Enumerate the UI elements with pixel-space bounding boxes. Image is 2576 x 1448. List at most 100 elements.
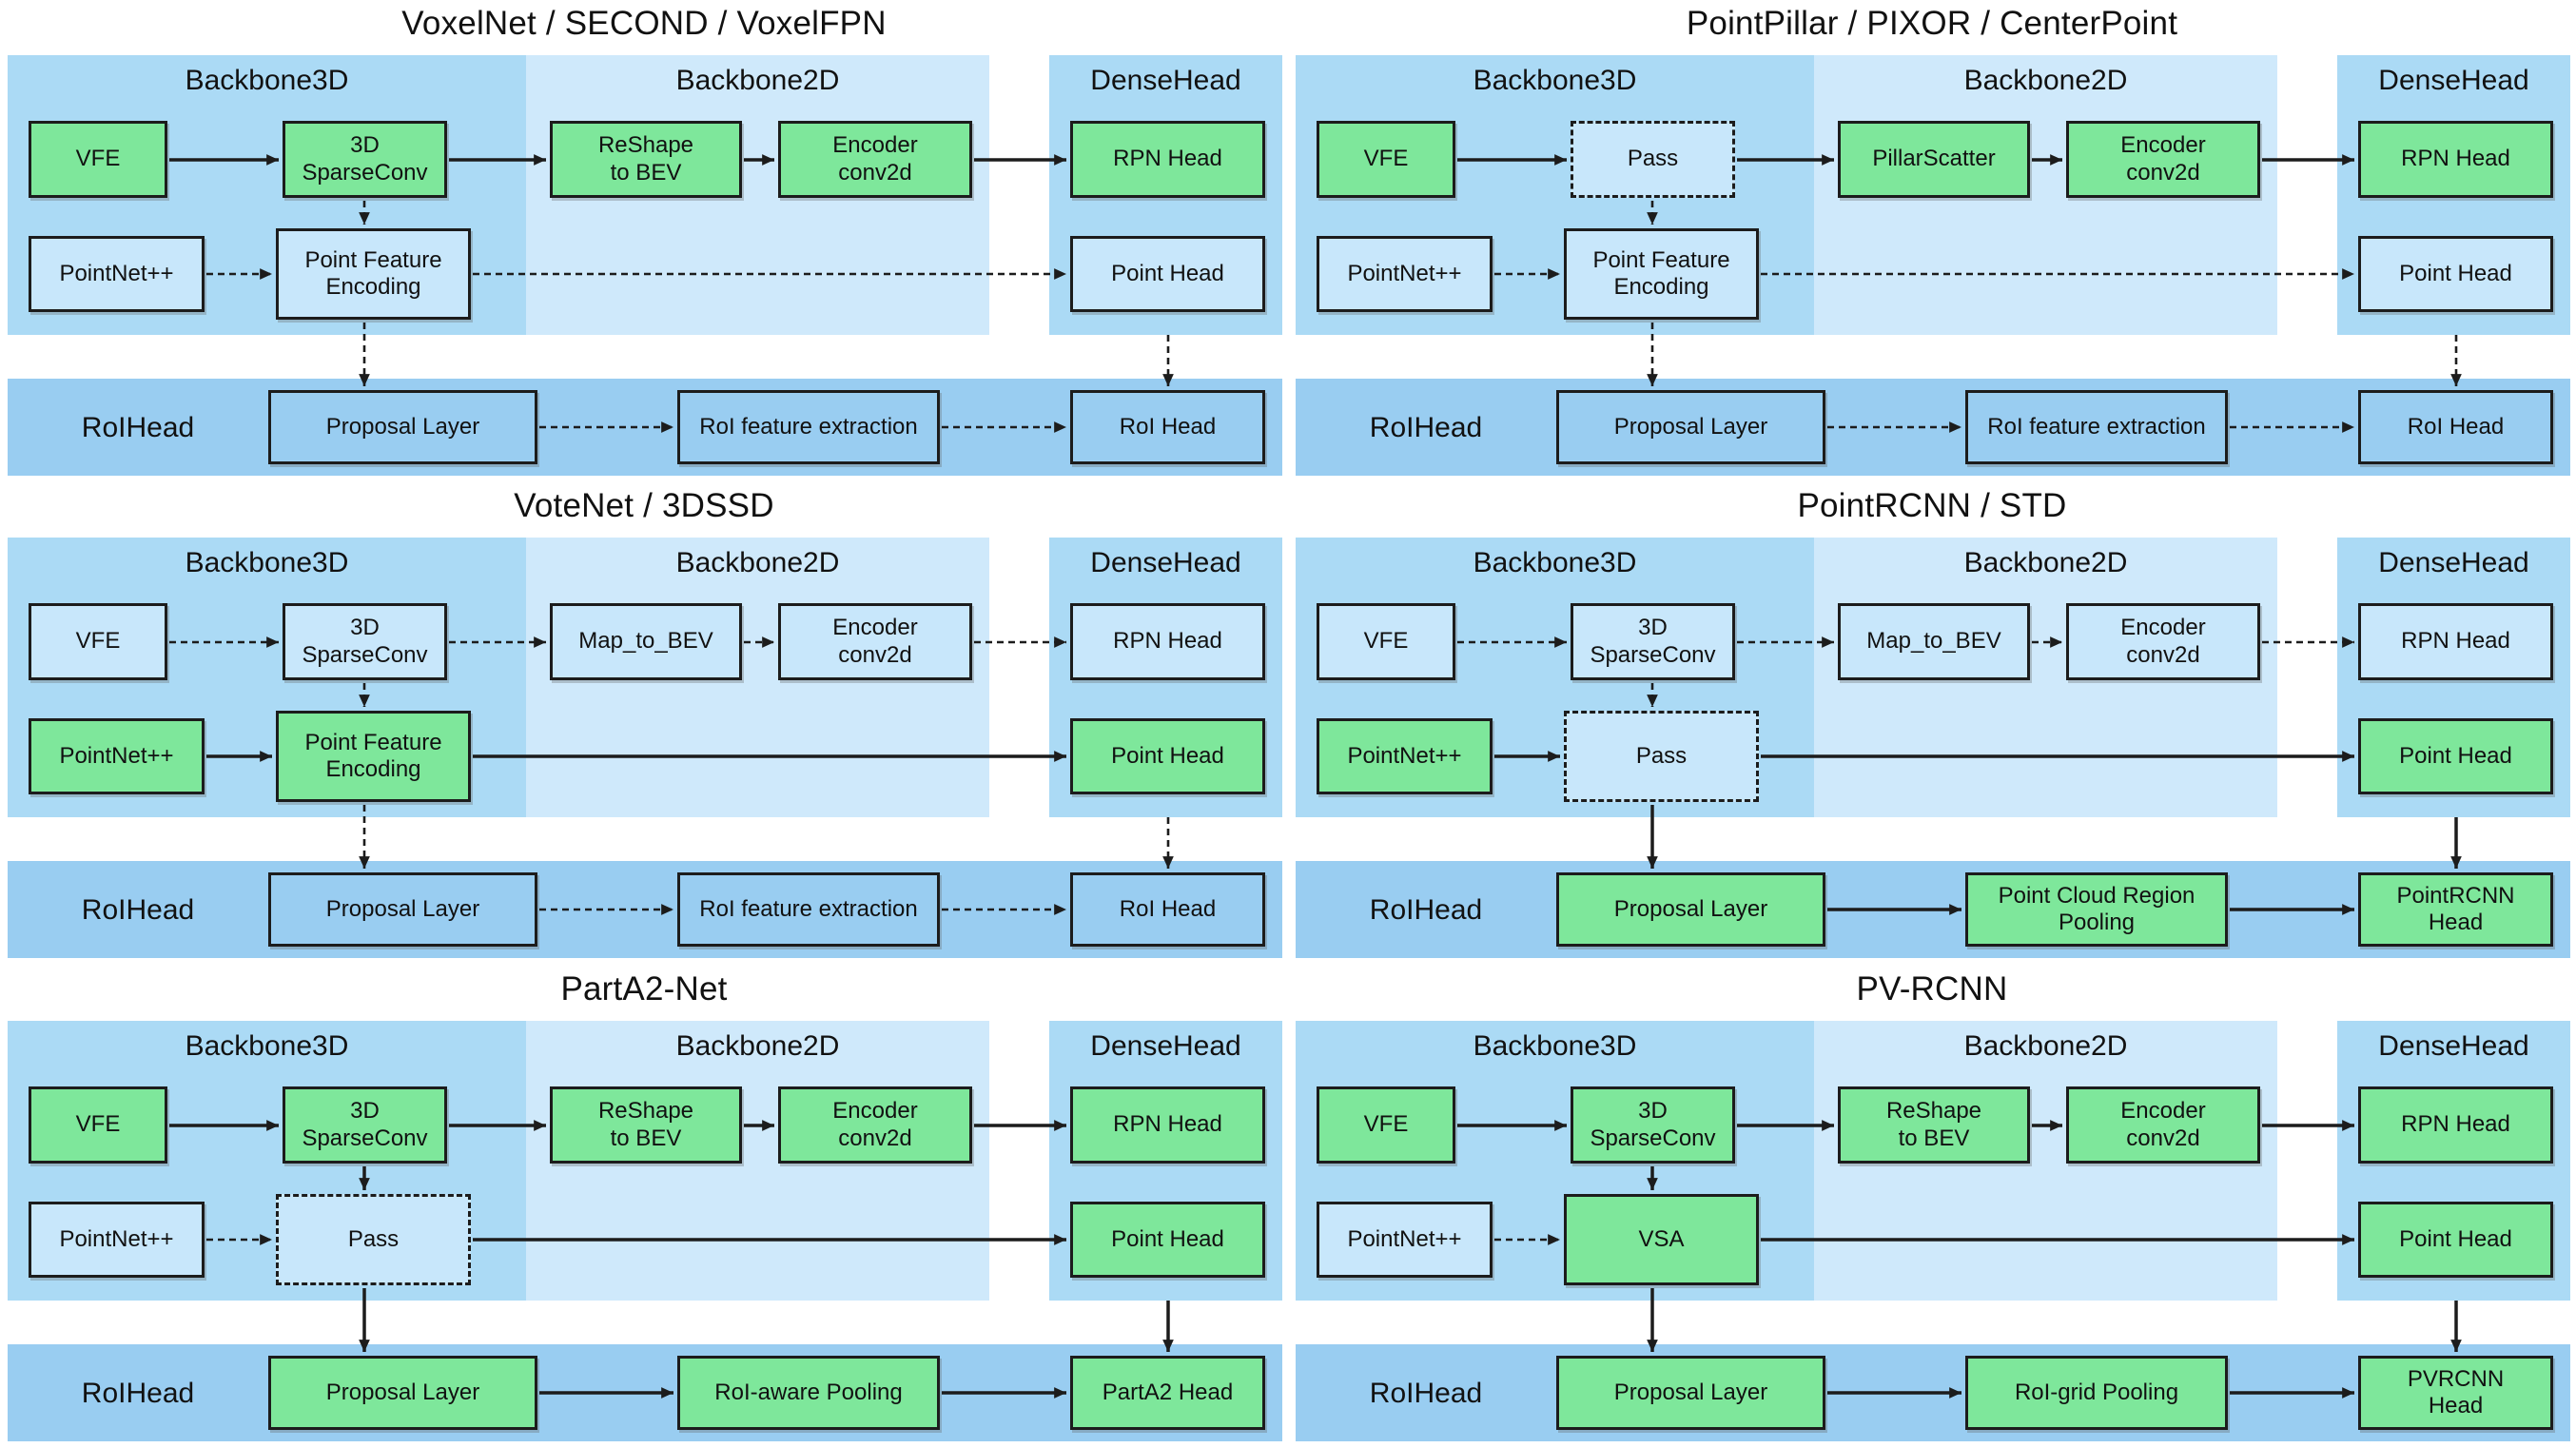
box-encoder-conv2d: Encoder conv2d — [2066, 121, 2260, 198]
box-rpn-head: RPN Head — [1070, 121, 1265, 198]
box-proposal-layer: Proposal Layer — [268, 1356, 537, 1430]
panel-pointrcnn-std: PointRCNN / STD Backbone3D Backbone2D Dense… — [1288, 482, 2576, 965]
box-roi-feature-extraction: RoI feature extraction — [677, 390, 940, 464]
panel-title: PointRCNN / STD — [1797, 487, 2067, 524]
box-3d-sparseconv: 3D SparseConv — [1571, 1086, 1735, 1164]
section-label-roihead: RoIHead — [1369, 894, 1483, 926]
box-pointnet-plus-plus: PointNet++ — [1317, 1202, 1493, 1278]
panel-title: PartA2-Net — [560, 970, 728, 1008]
box-encoder-conv2d: Encoder conv2d — [2066, 603, 2260, 680]
section-label-backbone3d: Backbone3D — [185, 65, 349, 96]
section-label-densehead: DenseHead — [1090, 65, 1241, 96]
box-point-feature-encoding: Point Feature Encoding — [1564, 228, 1759, 320]
box-encoder-conv2d: Encoder conv2d — [778, 603, 972, 680]
box-point-feature-encoding: Point Feature Encoding — [276, 228, 471, 320]
box-point-feature-encoding: Point Feature Encoding — [276, 711, 471, 802]
box-pointnet-plus-plus: PointNet++ — [1317, 236, 1493, 312]
box-roi-aware-pooling: RoI-aware Pooling — [677, 1356, 940, 1430]
box-roi-grid-pooling: RoI-grid Pooling — [1965, 1356, 2228, 1430]
box-point-head: Point Head — [2358, 236, 2553, 312]
box-pass: Pass — [1564, 711, 1759, 802]
box-proposal-layer: Proposal Layer — [1556, 872, 1825, 947]
section-label-densehead: DenseHead — [2378, 547, 2529, 578]
box-pointrcnn-head: PointRCNN Head — [2358, 872, 2553, 947]
box-rpn-head: RPN Head — [2358, 603, 2553, 680]
box-pass: Pass — [1571, 121, 1735, 198]
section-label-densehead: DenseHead — [2378, 65, 2529, 96]
section-label-backbone3d: Backbone3D — [1473, 65, 1637, 96]
box-3d-sparseconv: 3D SparseConv — [283, 1086, 447, 1164]
box-rpn-head: RPN Head — [2358, 1086, 2553, 1164]
section-label-backbone2d: Backbone2D — [675, 547, 840, 578]
box-vfe: VFE — [1317, 1086, 1455, 1164]
box-pointnet-plus-plus: PointNet++ — [1317, 718, 1493, 794]
box-roi-head: RoI Head — [1070, 872, 1265, 947]
box-pass: Pass — [276, 1194, 471, 1285]
box-pointnet-plus-plus: PointNet++ — [29, 718, 205, 794]
box-roi-head: RoI Head — [2358, 390, 2553, 464]
box-pvrcnn-head: PVRCNN Head — [2358, 1356, 2553, 1430]
box-roi-feature-extraction: RoI feature extraction — [677, 872, 940, 947]
box-pointnet-plus-plus: PointNet++ — [29, 236, 205, 312]
box-vfe: VFE — [29, 1086, 167, 1164]
section-label-roihead: RoIHead — [81, 412, 195, 443]
box-3d-sparseconv: 3D SparseConv — [283, 603, 447, 680]
section-label-densehead: DenseHead — [1090, 547, 1241, 578]
box-vfe: VFE — [29, 603, 167, 680]
box-3d-sparseconv: 3D SparseConv — [283, 121, 447, 198]
box-map-to-bev: Map_to_BEV — [550, 603, 742, 680]
box-point-head: Point Head — [2358, 718, 2553, 794]
box-vfe: VFE — [1317, 121, 1455, 198]
panel-title: PV-RCNN — [1856, 970, 2008, 1008]
box-proposal-layer: Proposal Layer — [1556, 1356, 1825, 1430]
section-label-roihead: RoIHead — [1369, 412, 1483, 443]
section-label-backbone3d: Backbone3D — [1473, 1030, 1637, 1062]
section-label-backbone2d: Backbone2D — [1963, 547, 2128, 578]
box-point-head: Point Head — [1070, 718, 1265, 794]
box-encoder-conv2d: Encoder conv2d — [2066, 1086, 2260, 1164]
box-encoder-conv2d: Encoder conv2d — [778, 1086, 972, 1164]
box-vfe: VFE — [29, 121, 167, 198]
box-3d-sparseconv: 3D SparseConv — [1571, 603, 1735, 680]
section-label-roihead: RoIHead — [81, 1378, 195, 1409]
box-reshape-to-bev: ReShape to BEV — [550, 121, 742, 198]
section-label-densehead: DenseHead — [2378, 1030, 2529, 1062]
section-label-roihead: RoIHead — [81, 894, 195, 926]
box-pointnet-plus-plus: PointNet++ — [29, 1202, 205, 1278]
box-point-head: Point Head — [1070, 236, 1265, 312]
box-vfe: VFE — [1317, 603, 1455, 680]
box-point-cloud-region-pooling: Point Cloud Region Pooling — [1965, 872, 2228, 947]
box-rpn-head: RPN Head — [1070, 603, 1265, 680]
box-point-head: Point Head — [1070, 1202, 1265, 1278]
section-label-backbone3d: Backbone3D — [1473, 547, 1637, 578]
box-roi-feature-extraction: RoI feature extraction — [1965, 390, 2228, 464]
box-point-head: Point Head — [2358, 1202, 2553, 1278]
box-proposal-layer: Proposal Layer — [1556, 390, 1825, 464]
panel-title: PointPillar / PIXOR / CenterPoint — [1686, 5, 2178, 42]
section-label-roihead: RoIHead — [1369, 1378, 1483, 1409]
panel-voxelnet-second-voxelfpn: VoxelNet / SECOND / VoxelFPN Backbone3D Ba… — [0, 0, 1288, 482]
section-label-backbone3d: Backbone3D — [185, 547, 349, 578]
box-vsa: VSA — [1564, 1194, 1759, 1285]
box-pillarscatter: PillarScatter — [1838, 121, 2030, 198]
box-encoder-conv2d: Encoder conv2d — [778, 121, 972, 198]
panel-title: VoxelNet / SECOND / VoxelFPN — [401, 5, 887, 42]
box-map-to-bev: Map_to_BEV — [1838, 603, 2030, 680]
section-label-backbone3d: Backbone3D — [185, 1030, 349, 1062]
section-label-backbone2d: Backbone2D — [675, 65, 840, 96]
box-rpn-head: RPN Head — [2358, 121, 2553, 198]
panel-title: VoteNet / 3DSSD — [514, 487, 774, 524]
section-label-densehead: DenseHead — [1090, 1030, 1241, 1062]
panel-votenet-3dssd: VoteNet / 3DSSD Backbone3D Backbone2D Dense… — [0, 482, 1288, 965]
section-label-backbone2d: Backbone2D — [675, 1030, 840, 1062]
box-reshape-to-bev: ReShape to BEV — [1838, 1086, 2030, 1164]
box-proposal-layer: Proposal Layer — [268, 872, 537, 947]
box-reshape-to-bev: ReShape to BEV — [550, 1086, 742, 1164]
box-proposal-layer: Proposal Layer — [268, 390, 537, 464]
box-parta2-head: PartA2 Head — [1070, 1356, 1265, 1430]
section-label-backbone2d: Backbone2D — [1963, 1030, 2128, 1062]
